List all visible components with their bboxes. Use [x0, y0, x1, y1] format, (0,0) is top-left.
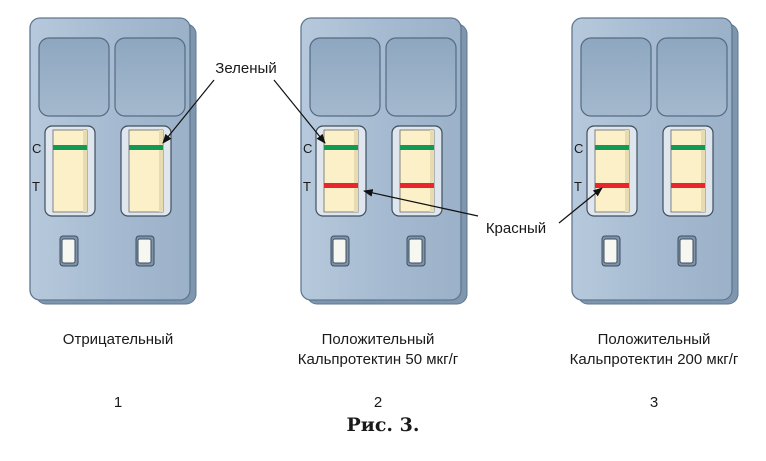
cassette-2-left-strip-edge — [354, 130, 358, 212]
panel-2-detail: Кальпротектин 50 мкг/г — [297, 351, 459, 368]
cassette-3-t-label: T — [574, 179, 582, 194]
cassette-3-left-strip-edge — [625, 130, 629, 212]
cassette-1-right-control-line — [129, 145, 163, 150]
cassette-2-window-right — [385, 37, 457, 117]
cassette-3: CT — [571, 17, 739, 305]
cassette-1-c-label: C — [32, 141, 41, 156]
cassette-2: CT — [300, 17, 468, 305]
figure-caption: Рис. 3. — [346, 414, 420, 436]
panel-2-result: Положительный — [321, 331, 435, 348]
cassette-1-right-well — [137, 238, 152, 264]
cassette-3-c-label: C — [574, 141, 583, 156]
panel-1-result: Отрицательный — [62, 331, 174, 348]
cassette-2-right-strip-edge — [430, 130, 434, 212]
cassette-3-right-well — [679, 238, 694, 264]
cassette-2-left-control-line — [324, 145, 358, 150]
cassette-1-window-left — [38, 37, 110, 117]
cassette-2-left-well — [332, 238, 347, 264]
cassette-1-right-strip — [128, 129, 164, 213]
green-line-label: Зеленый — [215, 60, 276, 77]
cassette-3-right-strip-edge — [701, 130, 705, 212]
cassette-1-left-control-line — [53, 145, 87, 150]
cassette-3-left-test-line — [595, 183, 629, 188]
cassette-1-t-label: T — [32, 179, 40, 194]
panel-1-caption: Отрицательный — [28, 330, 208, 350]
cassette-2-left-strip — [323, 129, 359, 213]
cassette-2-right-test-line — [400, 183, 434, 188]
panel-3-caption: Положительный Кальпротектин 200 мкг/г — [546, 330, 762, 370]
cassette-3-left-control-line — [595, 145, 629, 150]
red-arrow-panel-3 — [558, 187, 603, 224]
cassette-2-t-label: T — [303, 179, 311, 194]
red-line-label: Красный — [486, 220, 546, 237]
red-arrow-panel-2 — [363, 189, 479, 217]
cassette-1-left-well — [61, 238, 76, 264]
cassette-3-window-left — [580, 37, 652, 117]
cassette-1-right-strip-edge — [159, 130, 163, 212]
cassette-3-right-strip — [670, 129, 706, 213]
cassette-3-left-well — [603, 238, 618, 264]
panel-3-detail: Кальпротектин 200 мкг/г — [569, 351, 739, 368]
cassette-1-left-strip — [52, 129, 88, 213]
cassette-2-right-control-line — [400, 145, 434, 150]
cassette-2-right-well — [408, 238, 423, 264]
panel-2-caption: Положительный Кальпротектин 50 мкг/г — [268, 330, 488, 370]
cassette-1-left-strip-edge — [83, 130, 87, 212]
green-arrow-panel-1 — [162, 79, 215, 144]
cassette-3-window-right — [656, 37, 728, 117]
panel-2-number: 2 — [373, 394, 383, 411]
cassette-2-window-left — [309, 37, 381, 117]
cassette-3-right-control-line — [671, 145, 705, 150]
cassette-2-c-label: C — [303, 141, 312, 156]
cassette-2-left-test-line — [324, 183, 358, 188]
cassette-3-left-strip — [594, 129, 630, 213]
cassette-1: CT — [29, 17, 197, 305]
cassette-3-right-test-line — [671, 183, 705, 188]
cassette-1-window-right — [114, 37, 186, 117]
panel-1-number: 1 — [113, 394, 123, 411]
panel-3-result: Положительный — [597, 331, 711, 348]
green-arrow-panel-2 — [273, 79, 326, 144]
panel-3-number: 3 — [649, 394, 659, 411]
